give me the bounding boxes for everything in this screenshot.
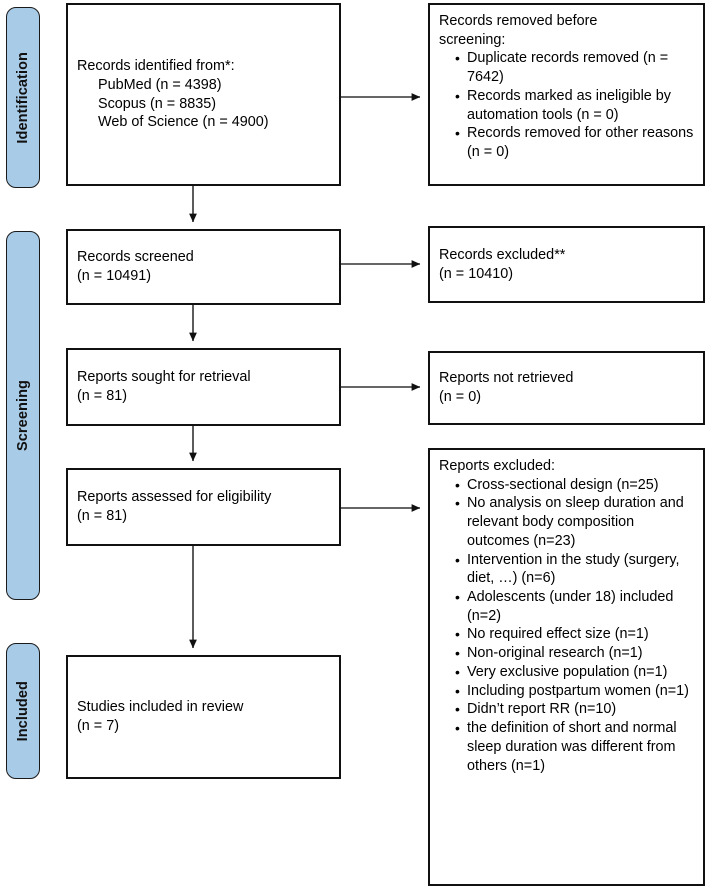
list-item: Including postpartum women (n=1) — [455, 682, 694, 701]
records-removed-heading-line2: screening: — [439, 31, 506, 48]
records-excluded-line2: (n = 10410) — [439, 265, 514, 282]
reports-excluded-heading: Reports excluded: — [439, 458, 555, 474]
reports-assessed-line2: (n = 81) — [77, 508, 127, 524]
reports-excluded-list: Cross-sectional design (n=25) No analysi… — [439, 476, 694, 776]
box-records-removed-before-screening: Records removed before screening: Duplic… — [428, 3, 705, 186]
box-reports-sought-for-retrieval: Reports sought for retrieval (n = 81) — [66, 348, 341, 426]
records-excluded-line1: Records excluded** — [439, 246, 566, 263]
records-identified-source-wos: Web of Science (n = 4900) — [98, 114, 269, 131]
list-item: Non-original research (n=1) — [455, 644, 694, 663]
reports-sought-line1: Reports sought for retrieval — [77, 369, 251, 386]
records-screened-line1: Records screened — [77, 249, 194, 266]
box-records-identified: Records identified from*: PubMed (n = 43… — [66, 3, 341, 186]
stage-pill-included: Included — [6, 643, 40, 779]
list-item: Cross-sectional design (n=25) — [455, 476, 694, 495]
records-identified-source-pubmed: PubMed (n = 4398) — [98, 76, 222, 93]
stage-pill-screening: Screening — [6, 231, 40, 600]
list-item: the definition of short and normal sleep… — [455, 719, 694, 775]
list-item: Records removed for other reasons (n = 0… — [455, 124, 694, 161]
records-removed-heading-line1: Records removed before — [439, 13, 598, 29]
records-identified-source-scopus: Scopus (n = 8835) — [98, 95, 216, 112]
reports-assessed-line1: Reports assessed for eligibility — [77, 489, 272, 506]
box-reports-excluded: Reports excluded: Cross-sectional design… — [428, 448, 705, 886]
list-item: Very exclusive population (n=1) — [455, 663, 694, 682]
list-item: No required effect size (n=1) — [455, 625, 694, 644]
list-item: Intervention in the study (surgery, diet… — [455, 551, 694, 588]
box-records-screened: Records screened (n = 10491) — [66, 229, 341, 305]
list-item: Adolescents (under 18) included (n=2) — [455, 588, 694, 625]
records-removed-list: Duplicate records removed (n = 7642) Rec… — [439, 49, 694, 161]
records-screened-line2: (n = 10491) — [77, 268, 152, 284]
box-reports-assessed-for-eligibility: Reports assessed for eligibility (n = 81… — [66, 468, 341, 546]
reports-not-retrieved-line2: (n = 0) — [439, 389, 481, 405]
reports-not-retrieved-line1: Reports not retrieved — [439, 370, 574, 387]
box-studies-included-in-review: Studies included in review (n = 7) — [66, 655, 341, 779]
records-identified-heading: Records identified from*: — [77, 58, 235, 75]
reports-sought-line2: (n = 81) — [77, 388, 127, 404]
list-item: Records marked as ineligible by automati… — [455, 87, 694, 124]
box-reports-not-retrieved: Reports not retrieved (n = 0) — [428, 351, 705, 425]
studies-included-line2: (n = 7) — [77, 718, 119, 734]
stage-pill-identification: Identification — [6, 7, 40, 188]
studies-included-line1: Studies included in review — [77, 699, 244, 716]
list-item: Duplicate records removed (n = 7642) — [455, 49, 694, 86]
box-records-excluded: Records excluded** (n = 10410) — [428, 226, 705, 303]
list-item: No analysis on sleep duration and releva… — [455, 494, 694, 550]
list-item: Didn’t report RR (n=10) — [455, 700, 694, 719]
